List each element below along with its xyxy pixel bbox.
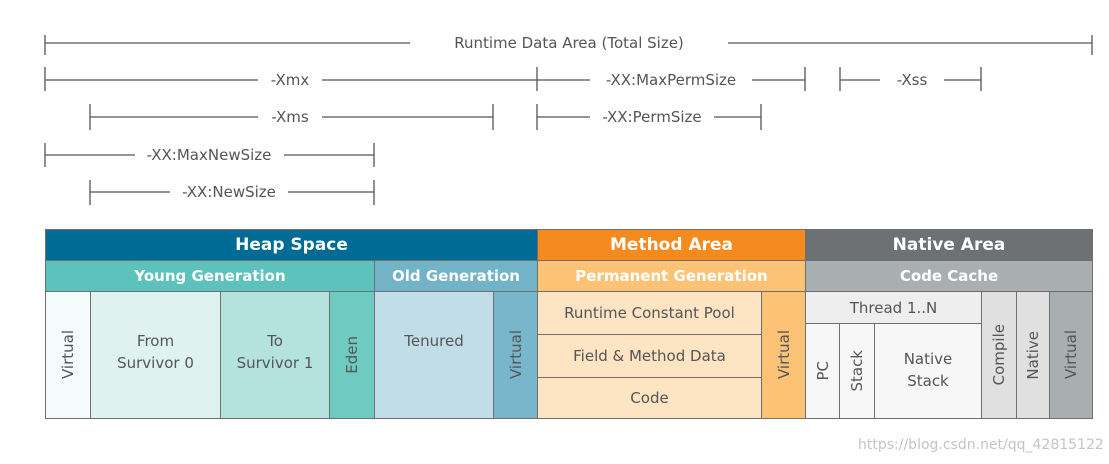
measure-total-label: Runtime Data Area (Total Size): [454, 34, 684, 52]
measure-maxnewsize-label: -XX:MaxNewSize: [147, 146, 272, 164]
tenured-cell: Tenured: [374, 291, 494, 419]
pc-cell: PC: [805, 323, 840, 419]
thread-cell: Thread 1..N: [805, 291, 982, 324]
watermark: https://blog.csdn.net/qq_42815122: [858, 437, 1104, 453]
native-area-header: Native Area: [805, 229, 1093, 261]
code-cache-label: Code Cache: [899, 267, 999, 285]
to-survivor-cell: To Survivor 1: [220, 291, 330, 419]
runtime-constant-pool-label: Runtime Constant Pool: [564, 304, 735, 322]
native-label: Native: [1024, 330, 1042, 380]
measure-xmx-label: -Xmx: [271, 71, 310, 89]
field-method-data-label: Field & Method Data: [573, 347, 726, 365]
heap-space-header: Heap Space: [45, 229, 538, 261]
native-stack-cell: Native Stack: [874, 323, 982, 419]
measure-xms-label: -Xms: [271, 108, 309, 126]
method-area-header: Method Area: [537, 229, 806, 261]
young-virtual-label: Virtual: [59, 330, 77, 380]
native-virtual-cell: Virtual: [1049, 291, 1093, 419]
from-survivor-label: From Survivor 0: [117, 332, 194, 372]
field-method-data-cell: Field & Method Data: [537, 334, 762, 378]
runtime-constant-pool-cell: Runtime Constant Pool: [537, 291, 762, 335]
native-virtual-label: Virtual: [1062, 330, 1080, 380]
permanent-virtual-label: Virtual: [774, 330, 793, 380]
stack-label: Stack: [848, 350, 866, 392]
stack-cell: Stack: [839, 323, 875, 419]
old-generation-header: Old Generation: [374, 260, 538, 292]
measure-maxpermsize-label: -XX:MaxPermSize: [606, 71, 736, 89]
measure-xss-label: -Xss: [897, 71, 928, 89]
young-virtual-cell: Virtual: [45, 291, 91, 419]
code-cache-header: Code Cache: [805, 260, 1093, 292]
permanent-generation-label: Permanent Generation: [575, 267, 768, 285]
native-stack-label: Native Stack: [903, 350, 953, 390]
size-measures: Runtime Data Area (Total Size) -Xmx -XX:…: [44, 34, 1093, 205]
permanent-virtual-cell: Virtual: [761, 291, 806, 419]
pc-label: PC: [813, 361, 832, 381]
young-generation-header: Young Generation: [45, 260, 375, 292]
tenured-label: Tenured: [404, 332, 464, 350]
old-generation-label: Old Generation: [391, 267, 520, 285]
thread-label: Thread 1..N: [849, 298, 938, 317]
eden-cell: Eden: [329, 291, 375, 419]
method-area-label: Method Area: [610, 235, 733, 255]
to-survivor-label: To Survivor 1: [236, 332, 314, 372]
code-label: Code: [630, 389, 669, 407]
native-cell: Native: [1016, 291, 1050, 419]
eden-label: Eden: [343, 336, 361, 374]
native-area-label: Native Area: [892, 235, 1006, 255]
code-cell: Code: [537, 377, 762, 419]
young-generation-label: Young Generation: [134, 267, 286, 285]
compile-label: Compile: [990, 324, 1008, 386]
measure-newsize-label: -XX:NewSize: [182, 183, 276, 201]
measure-permsize-label: -XX:PermSize: [602, 108, 701, 126]
compile-cell: Compile: [981, 291, 1017, 419]
heap-space-label: Heap Space: [235, 235, 348, 255]
old-virtual-label: Virtual: [506, 330, 525, 380]
old-virtual-cell: Virtual: [493, 291, 538, 419]
permanent-generation-header: Permanent Generation: [537, 260, 806, 292]
from-survivor-cell: From Survivor 0: [90, 291, 221, 419]
